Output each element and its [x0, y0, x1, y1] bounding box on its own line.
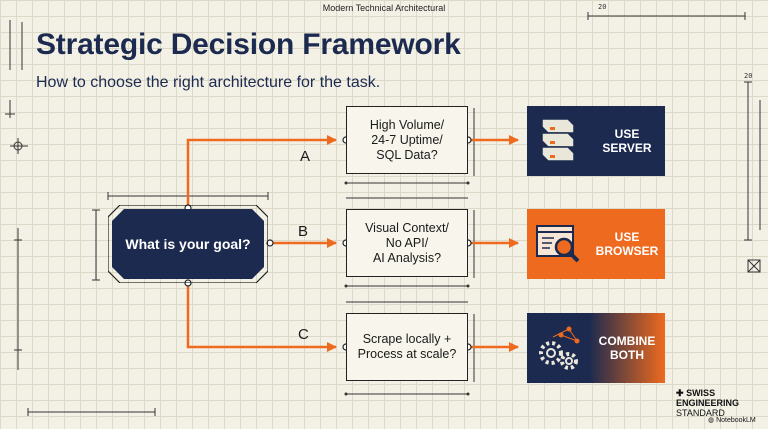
- gears-network-icon: [527, 313, 589, 383]
- goal-text: What is your goal?: [125, 236, 251, 252]
- brand-line-1: ✚ SWISS: [676, 388, 716, 398]
- server-stack-icon: [527, 106, 589, 176]
- branch-letter-a: A: [300, 148, 311, 165]
- goal-node-shape: [108, 205, 268, 283]
- action-card-combine: COMBINE BOTH: [527, 313, 665, 383]
- notebooklm-watermark: ◍ NotebookLM: [708, 417, 756, 424]
- connector-a: [186, 135, 337, 208]
- branch-letter-c: C: [298, 326, 309, 343]
- dimension-number: 20: [598, 3, 607, 11]
- action-card-browser: USE BROWSER: [527, 209, 665, 279]
- notebooklm-icon: ◍: [708, 417, 715, 424]
- question-text-c: Scrape locally + Process at scale?: [357, 332, 457, 361]
- goal-node: What is your goal?: [108, 205, 268, 283]
- question-box-b: Visual Context/ No API/ AI Analysis?: [346, 209, 468, 277]
- swiss-cross-icon: ✚: [676, 388, 684, 398]
- question-box-c: Scrape locally + Process at scale?: [346, 313, 468, 381]
- action-label-server: USE SERVER: [602, 127, 652, 155]
- question-box-a: High Volume/ 24-7 Uptime/ SQL Data?: [346, 106, 468, 174]
- connector-c: [186, 283, 337, 352]
- top-caption: Modern Technical Architectural: [322, 3, 446, 13]
- browser-magnifier-icon: [527, 209, 589, 279]
- action-label-browser: USE BROWSER: [595, 230, 659, 258]
- dimension-number: 20: [744, 72, 753, 80]
- page-subtitle: How to choose the right architecture for…: [36, 74, 381, 91]
- question-text-a: High Volume/ 24-7 Uptime/ SQL Data?: [369, 117, 445, 162]
- brand-mark: ✚ SWISS ENGINEERING STANDARD: [676, 388, 739, 418]
- brand-line-3: STANDARD: [676, 408, 725, 418]
- action-label-combine: COMBINE BOTH: [598, 334, 656, 362]
- question-text-b: Visual Context/ No API/ AI Analysis?: [365, 220, 449, 265]
- action-card-server: USE SERVER: [527, 106, 665, 176]
- page-title: Strategic Decision Framework: [36, 28, 461, 61]
- branch-letter-b: B: [298, 223, 309, 240]
- brand-line-2: ENGINEERING: [676, 398, 740, 408]
